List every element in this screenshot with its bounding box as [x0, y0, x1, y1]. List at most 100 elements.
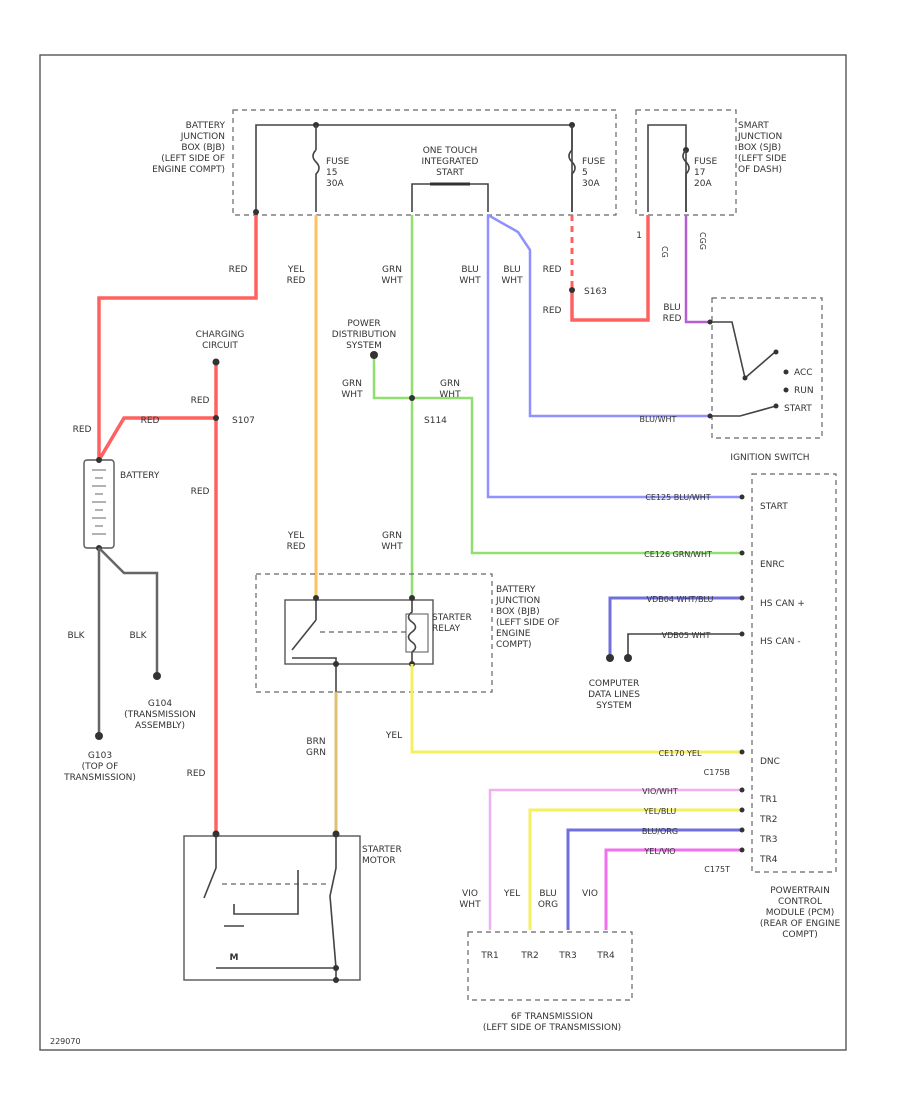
ignition-switch-contact [712, 321, 746, 379]
svg-text:BATTERY: BATTERY [496, 585, 536, 595]
svg-text:GRN: GRN [306, 748, 326, 758]
svg-text:(LEFT SIDE OF: (LEFT SIDE OF [161, 154, 225, 164]
charging-circuit-label: CHARGING CIRCUIT [196, 330, 245, 351]
starter-motor [183, 835, 361, 981]
svg-text:COMPT): COMPT) [782, 930, 818, 940]
svg-text:FUSE: FUSE [694, 157, 717, 167]
svg-text:MODULE (PCM): MODULE (PCM) [766, 908, 834, 918]
circuit-tr4: YEL/VIO [643, 847, 675, 856]
red-wire-bjb-battery [97, 215, 258, 460]
svg-text:30A: 30A [326, 179, 344, 189]
red-label-8: RED [543, 306, 562, 316]
hs-can-minus-wire [627, 633, 742, 658]
red-label-7: RED [543, 265, 562, 275]
svg-text:BOX (BJB): BOX (BJB) [181, 143, 225, 153]
svg-text:SYSTEM: SYSTEM [346, 341, 382, 351]
svg-text:ORG: ORG [538, 900, 558, 910]
circuit-cgg-label: CGG [698, 232, 707, 250]
red-wire-s163-sjb [570, 215, 650, 322]
svg-text:GRN: GRN [382, 265, 402, 275]
blk-label-1: BLK [67, 631, 85, 641]
grn-wht-label-4: GRN WHT [381, 531, 403, 552]
svg-text:FUSE: FUSE [582, 157, 605, 167]
transmission-box [467, 931, 633, 1001]
svg-text:RED: RED [663, 314, 682, 324]
svg-text:6F TRANSMISSION: 6F TRANSMISSION [511, 1012, 593, 1022]
g103-label: G103 (TOP OF TRANSMISSION) [63, 751, 136, 783]
svg-text:STARTER: STARTER [362, 845, 402, 855]
svg-text:TRANSMISSION): TRANSMISSION) [63, 773, 136, 783]
svg-text:BATTERY: BATTERY [186, 121, 226, 131]
svg-text:RED: RED [287, 276, 306, 286]
starter-motor-contact [203, 836, 217, 899]
pcm-pin-labels: START ENRC HS CAN + HS CAN - DNC TR1 TR2… [759, 502, 805, 865]
bjb-bus-bar [255, 124, 573, 212]
starter-relay [284, 599, 434, 665]
svg-text:CONTROL: CONTROL [778, 897, 822, 907]
yel-wire-dnc [410, 664, 742, 754]
blu-red-label: BLU RED [663, 303, 682, 324]
pcm-label: POWERTRAIN CONTROL MODULE (PCM) (REAR OF… [760, 886, 841, 940]
motor-symbol: M [230, 953, 239, 963]
svg-text:COMPUTER: COMPUTER [589, 679, 640, 689]
svg-text:TR4: TR4 [759, 855, 778, 865]
transmission-label: 6F TRANSMISSION (LEFT SIDE OF TRANSMISSI… [483, 1012, 621, 1033]
bjb-relay-label: BATTERY JUNCTION BOX (BJB) (LEFT SIDE OF… [495, 585, 560, 650]
pcm-box [751, 473, 837, 873]
ignition-switch-start-contact [712, 405, 777, 417]
svg-text:TR3: TR3 [558, 951, 576, 961]
svg-text:BLU: BLU [663, 303, 680, 313]
svg-text:17: 17 [694, 168, 705, 178]
yel-red-label-2: YEL RED [287, 531, 306, 552]
svg-text:DNC: DNC [760, 757, 780, 767]
s114-label: S114 [424, 416, 447, 426]
fuse-5-label: FUSE 5 30A [582, 157, 605, 189]
svg-text:BLU: BLU [461, 265, 478, 275]
circuit-1-label: 1 [636, 231, 642, 241]
svg-text:TR1: TR1 [480, 951, 498, 961]
svg-text:YEL: YEL [287, 265, 304, 275]
tr1-wire [488, 788, 742, 930]
one-touch-start-module [411, 183, 489, 212]
svg-text:(LEFT SIDE OF: (LEFT SIDE OF [496, 618, 560, 628]
figure-id: 229070 [50, 1037, 81, 1046]
svg-text:MOTOR: MOTOR [362, 856, 396, 866]
red-label-2: RED [73, 425, 92, 435]
tr3-wire [566, 828, 742, 930]
svg-text:WHT: WHT [501, 276, 523, 286]
svg-text:ENGINE: ENGINE [496, 629, 531, 639]
computer-data-lines-label: COMPUTER DATA LINES SYSTEM [588, 679, 640, 711]
ignition-switch-label: IGNITION SWITCH [730, 453, 809, 463]
sjb-bus [647, 124, 687, 212]
blu-wht-label-2: BLU WHT [501, 265, 523, 286]
grn-wht-label-3: GRN WHT [439, 379, 461, 400]
battery-label: BATTERY [120, 471, 160, 481]
c175b-label: C175B [704, 768, 730, 777]
svg-text:DATA LINES: DATA LINES [588, 690, 640, 700]
power-distribution-label: POWER DISTRIBUTION SYSTEM [332, 319, 396, 351]
svg-text:RED: RED [287, 542, 306, 552]
svg-text:START: START [784, 404, 812, 414]
svg-text:WHT: WHT [459, 276, 481, 286]
red-label-5: RED [191, 487, 210, 497]
svg-text:DISTRIBUTION: DISTRIBUTION [332, 330, 396, 340]
svg-text:TR4: TR4 [596, 951, 615, 961]
starter-relay-coil [407, 600, 417, 664]
circuit-can-minus: VDB05 WHT [662, 631, 711, 640]
svg-text:START: START [436, 168, 464, 178]
starter-solenoid [233, 870, 299, 915]
svg-text:30A: 30A [582, 179, 600, 189]
blu-wht-label-1: BLU WHT [459, 265, 481, 286]
starter-motor-label: STARTER MOTOR [362, 845, 402, 866]
svg-text:G104: G104 [148, 699, 172, 709]
fuse-15-label: FUSE 15 30A [326, 157, 349, 189]
grn-wht-label-2: GRN WHT [341, 379, 363, 400]
blu-org-label: BLU ORG [538, 889, 558, 910]
tr2-yel-label: YEL [503, 889, 520, 899]
red-label-6: RED [187, 769, 206, 779]
svg-text:ASSEMBLY): ASSEMBLY) [135, 721, 185, 731]
svg-text:JUNCTION: JUNCTION [737, 132, 782, 142]
svg-text:GRN: GRN [440, 379, 460, 389]
svg-text:WHT: WHT [439, 390, 461, 400]
